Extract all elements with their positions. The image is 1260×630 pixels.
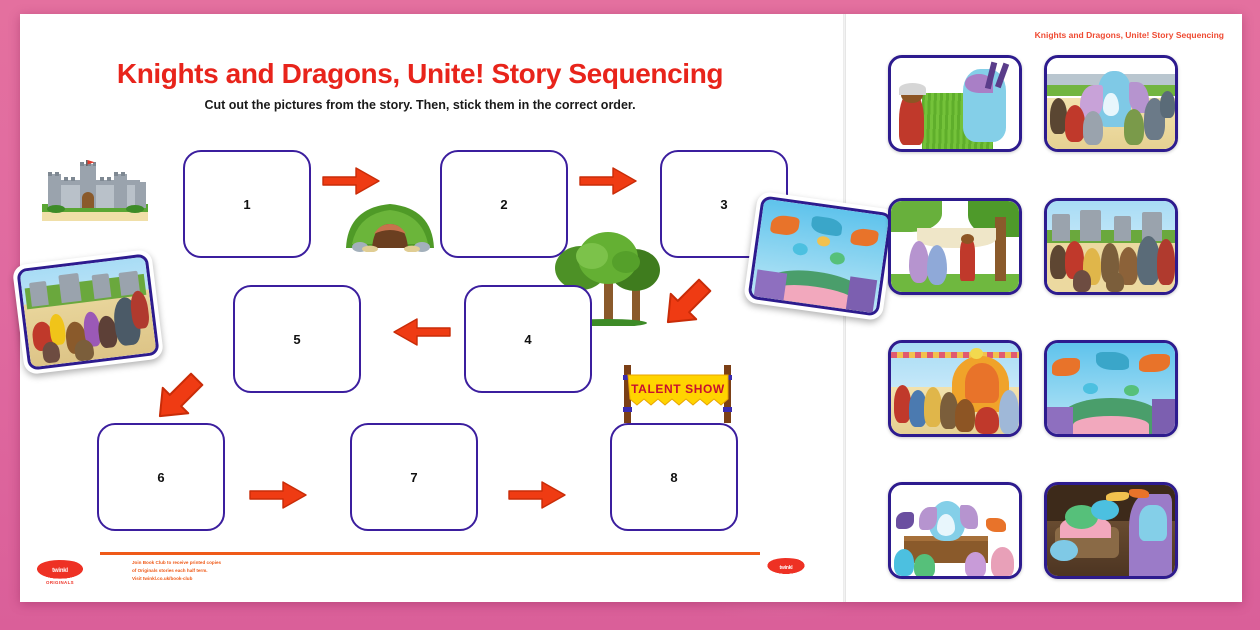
footer-line-2: of Originals stories each half term. [132,568,208,574]
box-number: 8 [670,469,678,485]
floating-card-castle-crowd[interactable] [11,248,165,376]
box-number: 7 [410,469,418,485]
floating-card-flying-dragons[interactable] [742,190,898,322]
answer-box-7[interactable]: 7 [350,423,478,531]
answer-box-2[interactable]: 2 [440,150,568,258]
worksheet-page: Knights and Dragons, Unite! Story Sequen… [20,14,820,602]
twinkl-logo-footer-right: twinkl [765,558,807,575]
twinkl-originals-logo: twinkl ORIGINALS [34,560,86,585]
svg-text:TALENT SHOW: TALENT SHOW [631,382,725,396]
answer-box-8[interactable]: 8 [610,423,738,531]
answer-box-1[interactable]: 1 [183,150,311,258]
talent-show-banner-clipart: TALENT SHOW [608,363,748,425]
answer-box-4[interactable]: 4 [464,285,592,393]
card-dragons-in-cave[interactable] [1044,482,1178,579]
twinkl-wordmark-small: twinkl [779,565,793,572]
arrow-right-4 [507,480,567,510]
card-knight-meets-blue-dragon[interactable] [888,55,1022,152]
twinkl-wordmark: twinkl [52,568,68,575]
answer-box-5[interactable]: 5 [233,285,361,393]
box-number: 4 [524,331,532,347]
box-number: 3 [720,196,728,212]
cutouts-page-header: Knights and Dragons, Unite! Story Sequen… [1034,30,1224,40]
arrow-right-1 [321,166,381,196]
arrow-right-2 [578,166,638,196]
footer-line-1: Join Book Club to receive printed copies [132,560,222,565]
cave-hill-clipart [342,192,438,253]
box-number: 2 [500,196,508,212]
footer-promo-text: Join Book Club to receive printed copies… [132,559,412,583]
arrow-diagonal-down-left-2 [148,366,210,428]
box-number: 1 [243,196,251,212]
card-flying-dragons-over-stage[interactable] [1044,340,1178,437]
footer-divider [100,552,760,555]
card-dragons-hanging-banner[interactable] [888,198,1022,295]
arrow-diagonal-down-left [656,272,718,334]
castle-clipart [40,160,150,222]
card-dragons-and-knights-crowd[interactable] [1044,55,1178,152]
footer-line-3: Visit twinkl.co.uk/book-club [132,576,193,582]
card-castle-crowd-gathering[interactable] [1044,198,1178,295]
originals-wordmark: ORIGINALS [46,580,74,585]
card-talent-show-performance[interactable] [888,340,1022,437]
card-blue-dragon-on-stage[interactable] [888,482,1022,579]
page-title: Knights and Dragons, Unite! Story Sequen… [116,58,724,89]
arrow-left-1 [392,317,452,347]
page-subtitle: Cut out the pictures from the story. The… [204,98,636,112]
box-number: 5 [293,331,301,347]
box-number: 6 [157,469,165,485]
arrow-right-3 [248,480,308,510]
answer-box-6[interactable]: 6 [97,423,225,531]
